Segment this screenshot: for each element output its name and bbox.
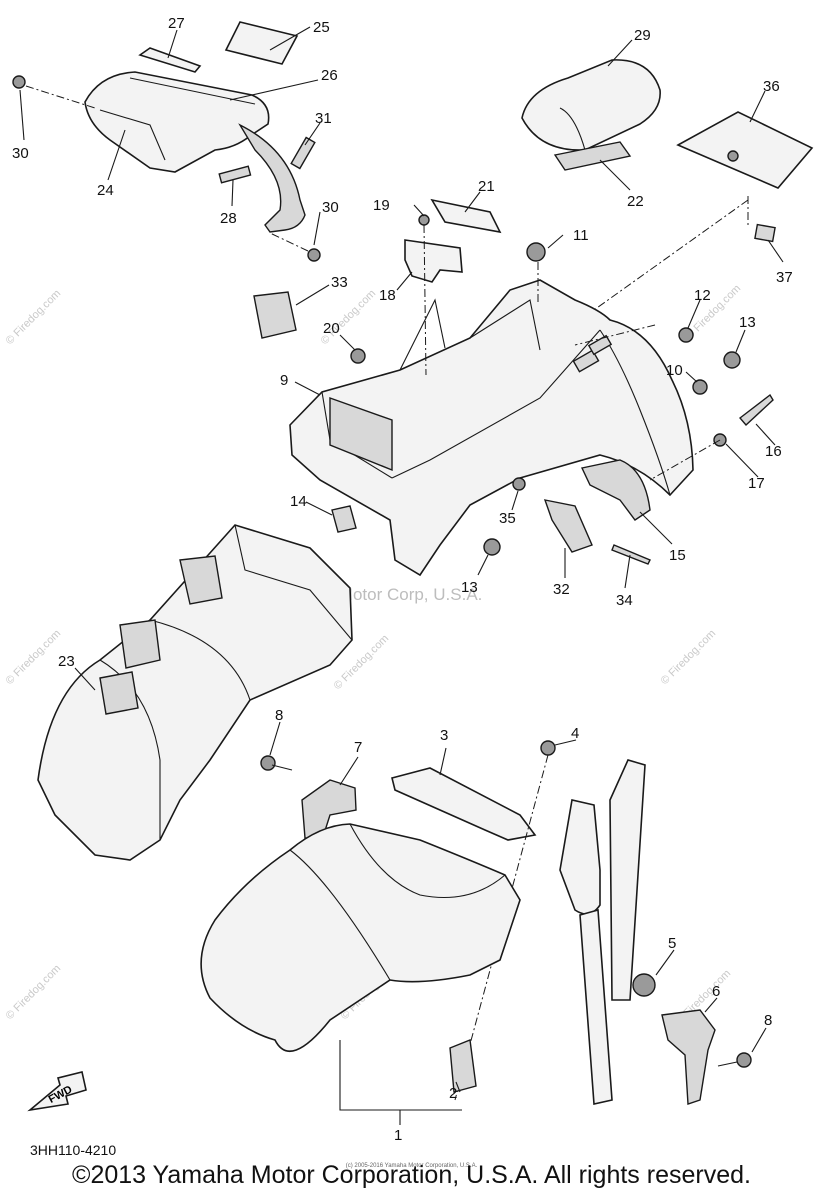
part-30-bolt-left	[12, 75, 96, 109]
part-25-decal	[224, 21, 299, 65]
callout-32: 32	[553, 581, 570, 598]
callout-15: 15	[669, 547, 686, 564]
part-22-pad	[553, 141, 632, 171]
callout-6: 6	[712, 983, 720, 1000]
part-32-bracket	[543, 499, 593, 553]
fwd-arrow: FWD	[27, 1071, 87, 1112]
callout-10: 10	[666, 362, 683, 379]
part-30-bolt-right	[269, 232, 321, 262]
callout-21: 21	[478, 178, 495, 195]
callout-29: 29	[634, 27, 651, 44]
callout-30-right: 30	[322, 199, 339, 216]
inner-fender-assembly	[37, 524, 353, 861]
part-37-damper	[754, 223, 776, 243]
callout-7: 7	[354, 739, 362, 756]
part-11-grommet	[526, 242, 546, 262]
callout-8-lower: 8	[764, 1012, 772, 1029]
callout-9: 9	[280, 372, 288, 389]
callout-31: 31	[315, 110, 332, 127]
callout-30-left: 30	[12, 145, 29, 162]
callout-18: 18	[379, 287, 396, 304]
front-fender-assembly: FWD	[27, 740, 752, 1112]
part-29-seat-cowl	[521, 59, 661, 151]
tail-cover-assembly	[12, 21, 321, 262]
part-36-plate	[676, 111, 814, 189]
part-16-reflector-bolt	[738, 393, 774, 427]
callout-36: 36	[763, 78, 780, 95]
part-1-front-fender	[200, 823, 521, 1052]
diagram-code: 3HH110-4210	[30, 1142, 117, 1158]
callout-23: 23	[58, 653, 75, 670]
callout-1: 1	[394, 1127, 402, 1144]
part-20-nut	[350, 348, 366, 364]
part-6-bracket	[661, 1009, 716, 1105]
part-4-bolt	[540, 740, 556, 756]
part-18-bracket	[404, 239, 463, 283]
callout-labels: 1 2 3 4 5 6 7 8 8 9 10 11 12 13 13 14 15…	[12, 15, 793, 1144]
front-fork	[559, 799, 601, 915]
part-14-clip	[331, 505, 357, 533]
part-19-bolt	[418, 214, 430, 226]
callout-12: 12	[694, 287, 711, 304]
callout-20: 20	[323, 320, 340, 337]
callout-4: 4	[571, 725, 579, 742]
callout-24: 24	[97, 182, 114, 199]
callout-26: 26	[321, 67, 338, 84]
part-15-bracket	[580, 459, 651, 521]
callout-11: 11	[573, 227, 589, 244]
part-33-bracket	[253, 291, 297, 339]
callout-37: 37	[776, 269, 793, 286]
watermark-site-right-mid: © Firedog.com	[659, 628, 719, 688]
tiny-credit: (c) 2005-2016 Yamaha Motor Corporation, …	[345, 1163, 478, 1169]
seat-cowl-assembly	[521, 59, 814, 346]
part-31-damper	[290, 136, 316, 170]
callout-2: 2	[449, 1085, 457, 1102]
part-5-cap	[632, 973, 656, 997]
part-27-strip	[138, 47, 202, 73]
callout-22: 22	[627, 193, 644, 210]
part-12-grommet	[678, 327, 694, 343]
callout-3: 3	[440, 727, 448, 744]
part-8-bolt-lower	[736, 1052, 752, 1068]
callout-33: 33	[331, 274, 348, 291]
part-35-collar	[512, 477, 526, 491]
callout-8-upper: 8	[275, 707, 283, 724]
copyright-notice: ©2013 Yamaha Motor Corporation, U.S.A. A…	[72, 1161, 751, 1189]
callout-34: 34	[616, 592, 633, 609]
callout-27: 27	[168, 15, 185, 32]
part-3-bracket	[391, 767, 537, 841]
part-2-reflector	[449, 1039, 477, 1093]
callout-13-lower: 13	[461, 579, 478, 596]
part-26-bracket	[238, 123, 306, 233]
part-21-plate	[430, 198, 502, 234]
callout-14: 14	[290, 493, 307, 510]
callout-35: 35	[499, 510, 516, 527]
callout-19: 19	[373, 197, 390, 214]
part-28-damper	[218, 165, 252, 184]
callout-17: 17	[748, 475, 765, 492]
callout-25: 25	[313, 19, 330, 36]
part-34-bolt	[611, 544, 651, 565]
callout-5: 5	[668, 935, 676, 952]
part-8-bolt-upper	[260, 755, 276, 771]
callout-13-upper: 13	[739, 314, 756, 331]
watermark-site-left-top: © Firedog.com	[4, 288, 64, 348]
watermark-site-left-bottom: © Firedog.com	[4, 963, 64, 1023]
callout-28: 28	[220, 210, 237, 227]
part-10-nut	[692, 379, 708, 395]
watermark-site-left-mid: © Firedog.com	[4, 628, 64, 688]
callout-16: 16	[765, 443, 782, 460]
part-13-bolt-lower	[483, 538, 501, 556]
part-24-tail-cover	[84, 71, 270, 173]
rear-fender-assembly	[253, 198, 774, 577]
part-13-bolt-upper	[723, 351, 741, 369]
watermark-site-mid-top: © Firedog.com	[319, 288, 379, 348]
